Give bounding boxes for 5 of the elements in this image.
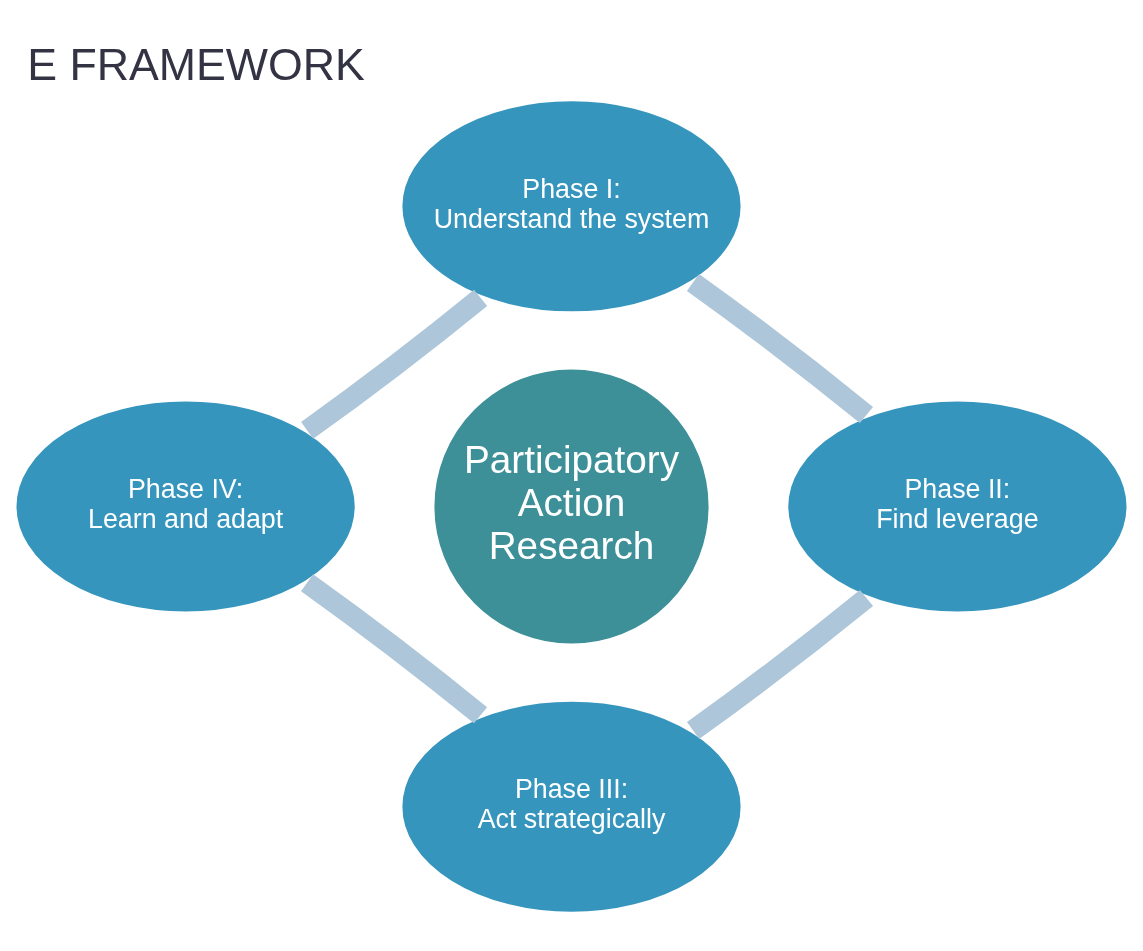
- connector: [686, 273, 873, 423]
- diagram-title: E FRAMEWORK: [27, 39, 365, 89]
- connector: [301, 573, 488, 723]
- connector: [301, 289, 488, 439]
- connector: [686, 589, 874, 739]
